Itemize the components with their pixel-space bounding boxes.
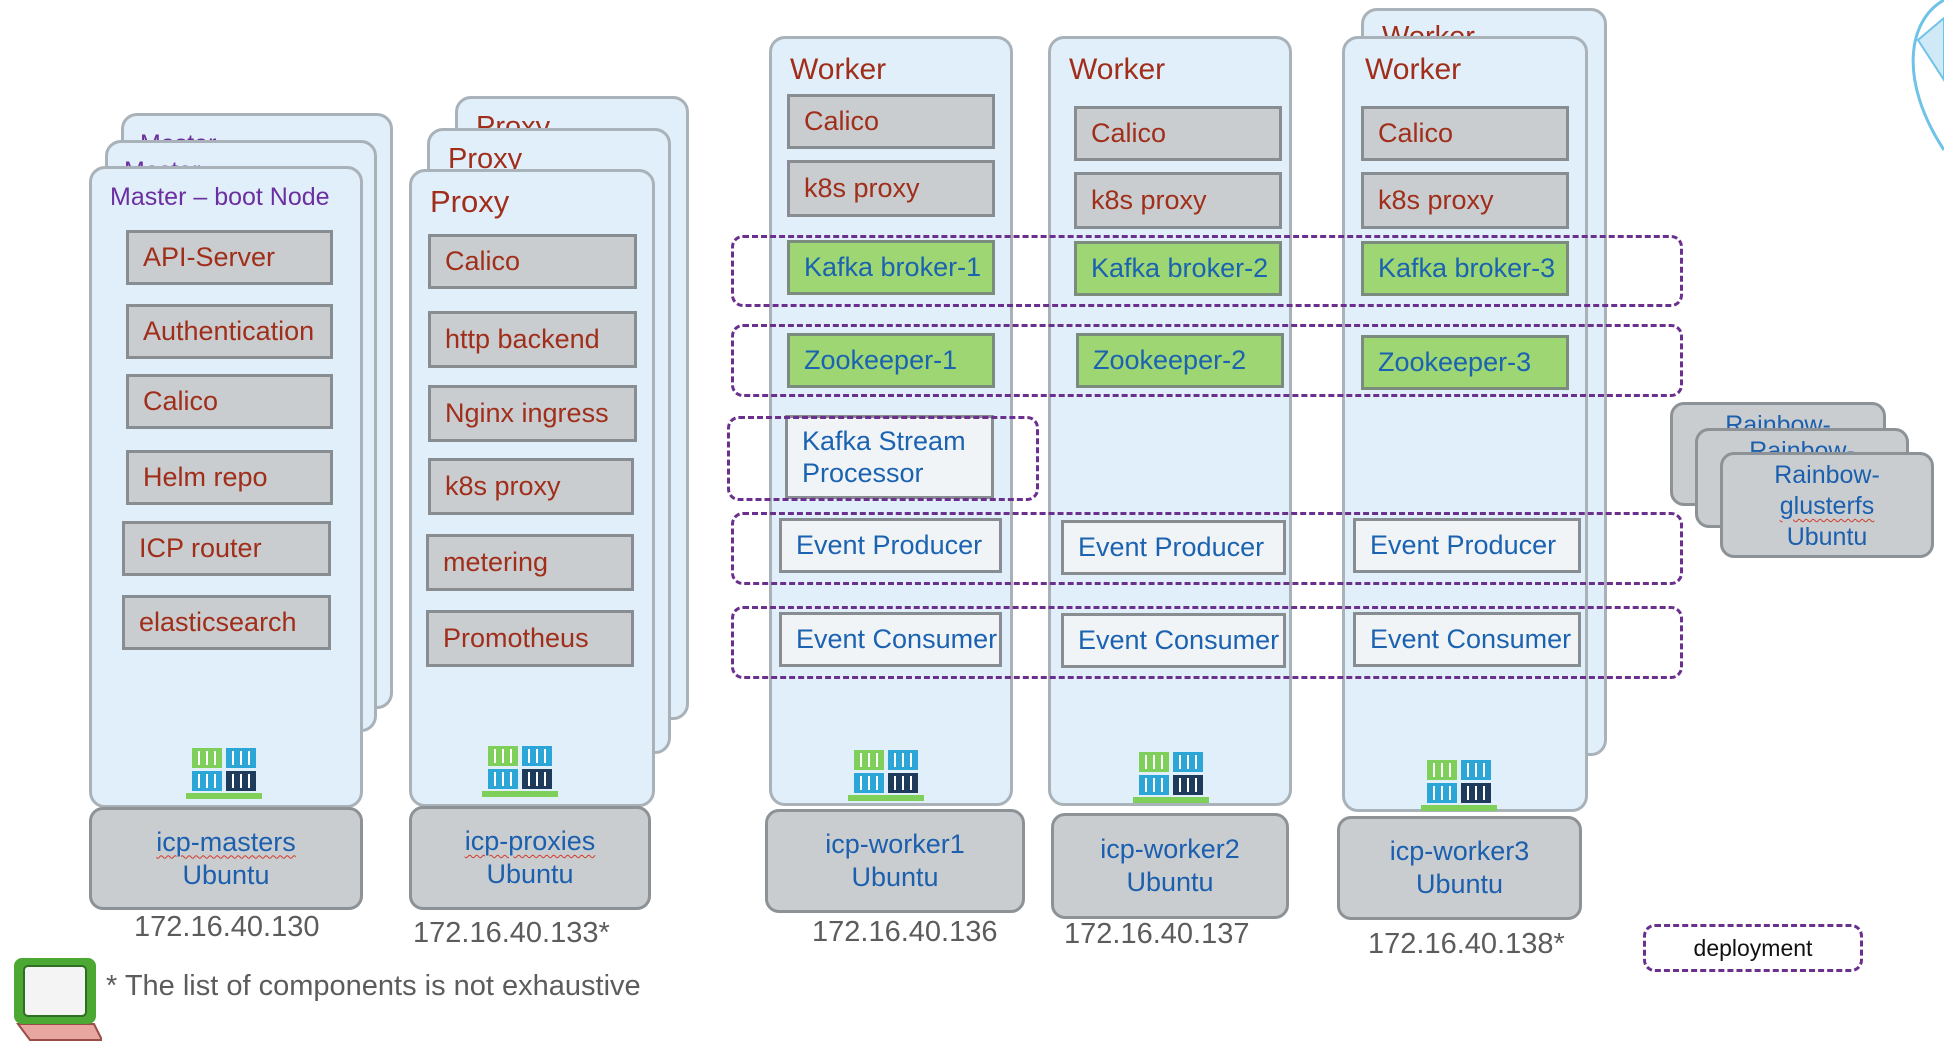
worker-node-title: Worker (790, 53, 887, 86)
host-os: Ubuntu (851, 862, 939, 892)
deployment-event-consumer (731, 606, 1683, 679)
container-stack-icon (482, 746, 558, 797)
component: Kafka Stream Processor (785, 415, 994, 499)
host-name: icp-worker3 (1389, 836, 1530, 866)
component: Calico (1074, 106, 1282, 161)
deployment-event-producer (731, 512, 1683, 585)
host-name: icp-worker1 (825, 829, 965, 859)
component: k8s proxy (1361, 172, 1569, 229)
storage-line-3: Ubuntu (1786, 523, 1868, 551)
container-stack-icon (848, 750, 924, 801)
component: Event Producer (1061, 520, 1286, 575)
component: Authentication (126, 304, 333, 359)
component: Calico (126, 374, 333, 429)
host-os: Ubuntu (486, 859, 574, 889)
arc-decoration (1911, 0, 1944, 151)
storage-line-2-text: glusterfs (1779, 492, 1875, 520)
deployment-kafka-brokers (731, 235, 1683, 307)
worker-node-title: Worker (1365, 53, 1462, 86)
storage-line-2: glusterfs (1723, 491, 1931, 522)
deployment-stream-processor (727, 416, 1039, 501)
component: Kafka broker-2 (1074, 241, 1282, 296)
ip-address: 172.16.40.130 (134, 911, 320, 943)
footnote-text: * The list of components is not exhausti… (106, 970, 641, 1002)
host-os-box: icp-worker2 Ubuntu (1051, 813, 1289, 919)
component: Promotheus (426, 610, 634, 667)
deployment-zookeeper (731, 324, 1683, 397)
legend-deployment: deployment (1643, 924, 1863, 972)
component: k8s proxy (787, 160, 995, 217)
component: Zookeeper-1 (787, 333, 995, 388)
storage-line-1: Rainbow- (1774, 461, 1880, 489)
component: k8s proxy (1074, 172, 1282, 229)
host-os: Ubuntu (1126, 867, 1214, 897)
component: Event Consumer (1061, 613, 1286, 668)
component: Event Producer (779, 518, 1002, 573)
worker-node-title: Worker (1069, 53, 1166, 86)
component: Event Consumer (1353, 612, 1581, 667)
ip-address: 172.16.40.136 (812, 916, 998, 948)
worker3-node: Worker (1342, 36, 1588, 812)
component: metering (426, 534, 634, 591)
component: http backend (428, 311, 637, 368)
component: Kafka broker-3 (1361, 241, 1569, 296)
component: Event Producer (1353, 518, 1581, 573)
container-stack-icon (1133, 752, 1209, 803)
host-os: Ubuntu (182, 859, 270, 890)
component: k8s proxy (428, 458, 634, 515)
kafka-stream-processor-label: Kafka Stream Processor (802, 426, 966, 488)
host-os: Ubuntu (1415, 869, 1504, 899)
component: Nginx ingress (428, 385, 637, 442)
host-os-box: icp-masters Ubuntu (89, 807, 363, 910)
host-name: icp-masters (156, 826, 296, 857)
ip-address: 172.16.40.133* (413, 917, 610, 949)
ip-address: 172.16.40.138* (1368, 928, 1565, 960)
master-node-title: Master – boot Node (110, 183, 330, 211)
component: elasticsearch (122, 595, 331, 650)
component: Kafka broker-1 (787, 240, 995, 295)
host-name: icp-worker2 (1100, 834, 1240, 864)
host-os-box: icp-worker1 Ubuntu (765, 809, 1025, 913)
host-os-box: icp-worker3 Ubuntu (1337, 816, 1582, 920)
component: API-Server (126, 230, 333, 285)
component: Calico (1361, 106, 1569, 161)
component: Event Consumer (779, 612, 1002, 667)
component: Helm repo (126, 450, 333, 505)
component: Zookeeper-3 (1361, 335, 1569, 390)
container-stack-icon (186, 748, 262, 799)
container-stack-icon (1421, 760, 1497, 811)
laptop-icon (14, 958, 102, 1041)
storage-node: Rainbow- glusterfs Ubuntu (1720, 452, 1934, 558)
host-name: icp-proxies (464, 826, 596, 856)
component: Zookeeper-2 (1076, 333, 1284, 388)
component: Calico (787, 94, 995, 149)
ip-address: 172.16.40.137 (1064, 918, 1250, 950)
component: Calico (428, 234, 637, 289)
component: ICP router (122, 521, 331, 576)
legend-label: deployment (1693, 934, 1813, 961)
host-os-box: icp-proxies Ubuntu (409, 806, 651, 910)
proxy-node-title: Proxy (430, 184, 510, 219)
